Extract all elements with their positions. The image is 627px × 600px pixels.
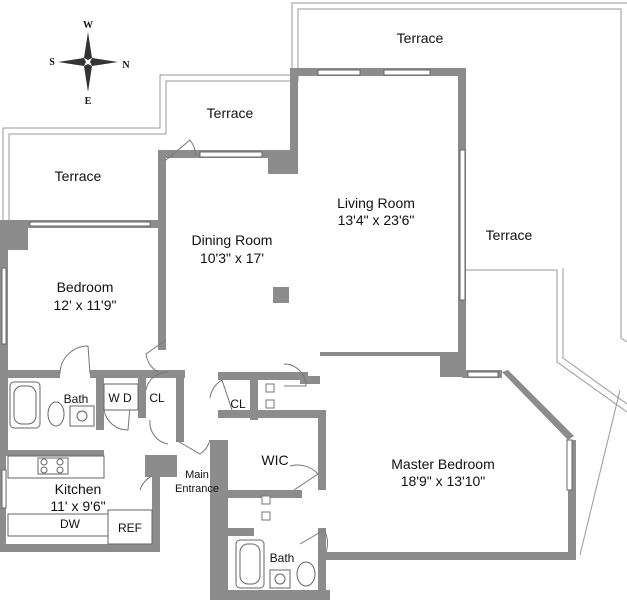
terrace-outline <box>2 2 627 556</box>
wic-label: WIC <box>261 452 288 468</box>
compass-rose-icon: W E S N <box>49 20 130 107</box>
terrace-right-label: Terrace <box>486 227 533 243</box>
living-room-size: 13'4" x 23'6" <box>338 212 415 228</box>
left-bath-fixtures <box>9 381 95 429</box>
closet-shelves <box>261 383 275 521</box>
structural-column <box>273 287 289 303</box>
closet-right-label: CL <box>230 397 246 411</box>
kitchen-label: Kitchen <box>55 481 102 497</box>
terrace-top-label: Terrace <box>397 30 444 46</box>
kitchen-fixtures <box>7 455 153 545</box>
windows <box>1 69 573 509</box>
main-entrance-label-2: Entrance <box>175 483 219 495</box>
right-bath-fixtures <box>235 539 316 589</box>
living-room-label: Living Room <box>337 195 415 211</box>
dishwasher-label: DW <box>60 517 81 531</box>
bedroom-size: 12' x 11'9" <box>54 297 117 313</box>
master-bedroom-size: 18'9" x 13'10" <box>401 473 486 489</box>
master-bedroom-label: Master Bedroom <box>391 456 494 472</box>
refrigerator-label: REF <box>118 521 142 535</box>
bath-left-label: Bath <box>64 392 89 406</box>
doors <box>59 139 329 553</box>
closet-left-label: CL <box>149 391 165 405</box>
compass-east-label: E <box>85 96 92 107</box>
dining-room-label: Dining Room <box>192 232 273 248</box>
washer-dryer-box <box>103 383 139 411</box>
compass-north-label: N <box>122 60 130 71</box>
bedroom-label: Bedroom <box>57 279 114 295</box>
main-entrance-label-1: Main <box>185 469 209 481</box>
bath-right-label: Bath <box>270 551 295 565</box>
wd-label: W D <box>108 391 132 405</box>
dining-room-size: 10'3" x 17' <box>200 250 264 266</box>
terrace-left-label: Terrace <box>55 168 102 184</box>
compass-south-label: S <box>49 57 55 68</box>
compass-west-label: W <box>83 20 93 31</box>
terrace-mid-label: Terrace <box>207 105 254 121</box>
kitchen-size: 11' x 9'6" <box>50 498 105 514</box>
